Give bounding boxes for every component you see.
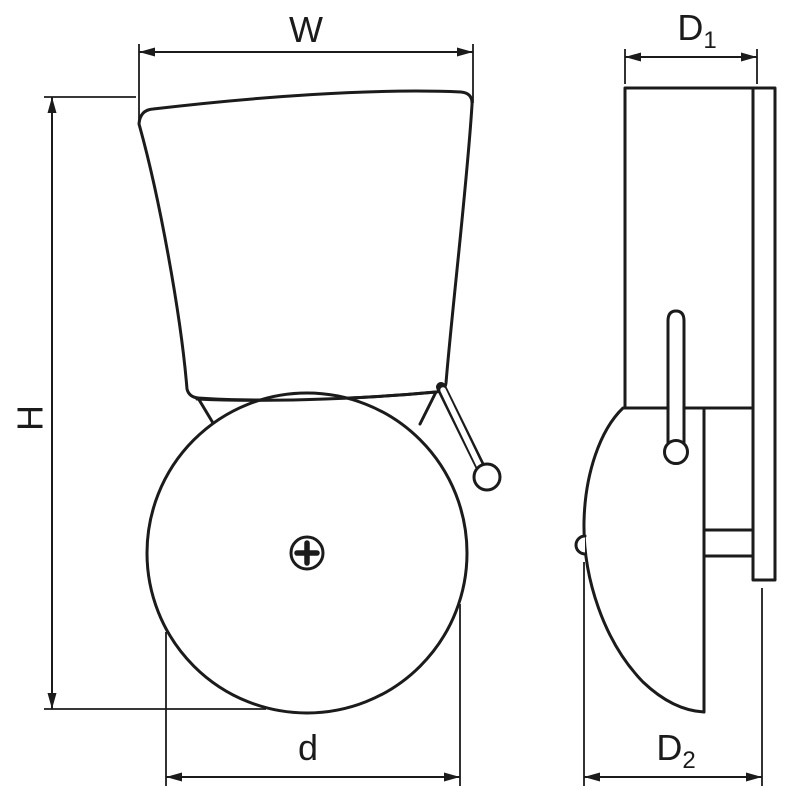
dim-width-arrow-right bbox=[457, 47, 473, 57]
screw-cross-slot bbox=[294, 540, 320, 566]
dimension-width: W bbox=[138, 9, 474, 122]
bracket-bar bbox=[702, 528, 755, 558]
dim-width-arrow-left bbox=[139, 47, 155, 57]
striker-arm-core bbox=[440, 387, 482, 468]
bell-profile bbox=[582, 406, 706, 714]
bell-bump bbox=[574, 534, 587, 556]
dim-width-label: W bbox=[289, 9, 323, 50]
clapper-rod bbox=[666, 309, 686, 452]
dim-depth2-label-sub: 2 bbox=[682, 747, 695, 774]
shade-outline bbox=[137, 89, 474, 402]
dimensions: W H d D1 bbox=[10, 7, 763, 786]
dim-depth1-label: D1 bbox=[677, 7, 716, 54]
dim-depth2-arrow-right bbox=[746, 772, 762, 782]
striker-knob bbox=[472, 462, 502, 492]
dim-height-label: H bbox=[10, 405, 51, 431]
dim-depth1-arrow-right bbox=[741, 52, 757, 62]
dim-depth2-label-main: D bbox=[656, 727, 682, 768]
dimension-depth-top: D1 bbox=[624, 7, 758, 84]
dimension-depth-bottom: D2 bbox=[583, 562, 763, 786]
dim-depth2-label: D2 bbox=[656, 727, 695, 774]
shade-right-stub bbox=[418, 390, 438, 426]
dim-diameter-arrow-left bbox=[166, 772, 182, 782]
screw-icon bbox=[289, 535, 325, 571]
dim-depth1-label-main: D bbox=[677, 7, 703, 48]
dim-diameter-label: d bbox=[298, 727, 318, 768]
wall-plate bbox=[751, 86, 777, 582]
clapper-ball bbox=[663, 439, 689, 465]
dimension-diameter: d bbox=[165, 604, 461, 786]
dim-diameter-arrow-right bbox=[444, 772, 460, 782]
body-side bbox=[623, 86, 755, 410]
dim-depth1-arrow-left bbox=[625, 52, 641, 62]
dim-height-arrow-top bbox=[47, 97, 57, 113]
dimension-height: H bbox=[10, 96, 266, 710]
side-view bbox=[574, 86, 777, 714]
shade-rim bbox=[195, 390, 438, 402]
dim-height-arrow-bottom bbox=[47, 693, 57, 709]
front-view bbox=[137, 89, 502, 715]
dim-depth1-label-sub: 1 bbox=[703, 27, 716, 54]
dim-depth2-arrow-left bbox=[584, 772, 600, 782]
